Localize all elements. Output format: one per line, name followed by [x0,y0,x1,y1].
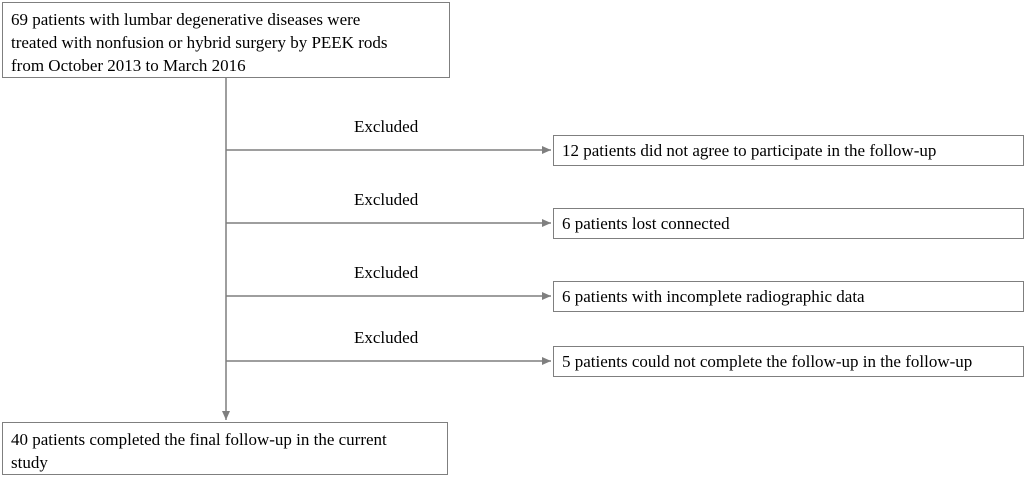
exclusion-box-2: 6 patients lost connected [553,208,1024,239]
end-box-line-2: study [11,453,48,472]
start-box-line-2: treated with nonfusion or hybrid surgery… [11,33,388,52]
exclusion-box-3: 6 patients with incomplete radiographic … [553,281,1024,312]
end-box: 40 patients completed the final follow-u… [2,422,448,475]
exclusion-box-4-text: 5 patients could not complete the follow… [562,352,973,371]
exclusion-box-4: 5 patients could not complete the follow… [553,346,1024,377]
start-box-line-1: 69 patients with lumbar degenerative dis… [11,10,361,29]
excluded-label-3: Excluded [354,263,419,282]
end-box-line-1: 40 patients completed the final follow-u… [11,430,387,449]
exclusion-box-3-text: 6 patients with incomplete radiographic … [562,287,865,306]
start-box: 69 patients with lumbar degenerative dis… [2,2,450,78]
exclusion-box-1: 12 patients did not agree to participate… [553,135,1024,166]
excluded-label-2: Excluded [354,190,419,209]
excluded-label-1: Excluded [354,117,419,136]
start-box-line-3: from October 2013 to March 2016 [11,56,246,75]
exclusion-box-1-text: 12 patients did not agree to participate… [562,141,937,160]
excluded-label-4: Excluded [354,328,419,347]
exclusion-box-2-text: 6 patients lost connected [562,214,730,233]
